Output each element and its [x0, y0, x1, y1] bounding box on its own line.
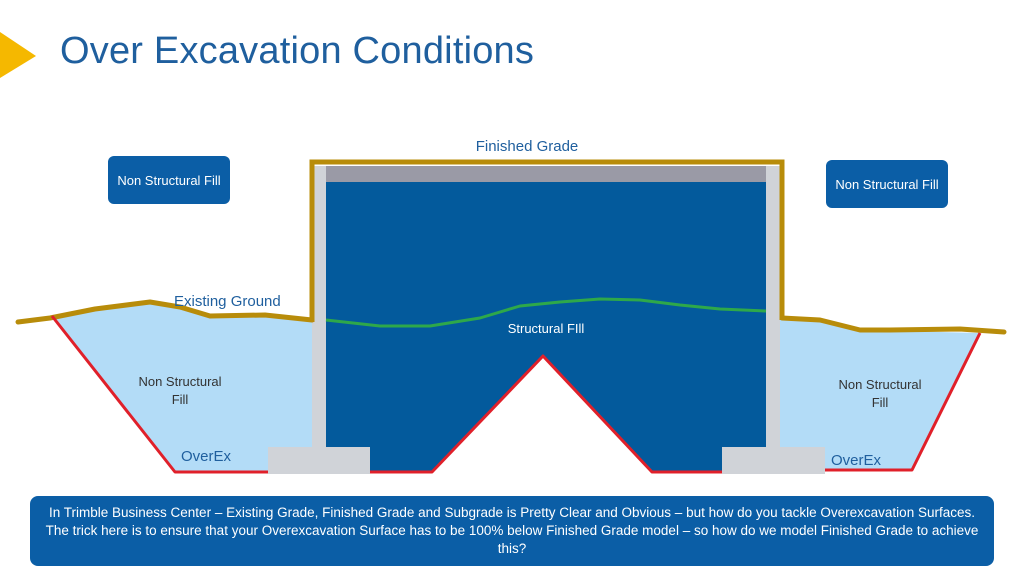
left-fill-label-line2: Fill	[172, 392, 189, 407]
existing-ground-label: Existing Ground	[174, 293, 281, 310]
right-wall	[766, 166, 780, 448]
left-fill-label-line1: Non Structural	[138, 374, 221, 389]
structural-fill-label: Structural FIll	[508, 321, 585, 336]
right-overex-label: OverEx	[831, 452, 882, 469]
explanation-note: In Trimble Business Center – Existing Gr…	[30, 496, 994, 566]
right-callout-text: Non Structural Fill	[835, 176, 939, 192]
existing-ground-line-inside	[325, 297, 767, 328]
right-footing	[722, 447, 825, 474]
finished-grade-cap	[326, 166, 766, 182]
slide-title: Over Excavation Conditions	[60, 30, 535, 72]
overex-line-left	[50, 315, 268, 474]
right-fill-label-line1: Non Structural	[838, 377, 921, 392]
right-fill-label-line2: Fill	[872, 395, 889, 410]
overex-line-bottom	[370, 354, 722, 474]
explanation-text: In Trimble Business Center – Existing Gr…	[45, 505, 979, 556]
accent-arrow-icon	[0, 32, 36, 78]
finished-grade-label: Finished Grade	[476, 138, 579, 155]
left-overex-label: OverEx	[181, 448, 232, 465]
overex-line-right	[825, 332, 982, 472]
existing-ground-line-left	[15, 299, 315, 325]
finished-grade-line	[309, 159, 785, 322]
left-footing	[268, 447, 370, 474]
left-non-structural-fill-callout: Non Structural Fill	[108, 156, 230, 204]
left-non-structural-fill-area	[52, 302, 312, 472]
over-excavation-diagram: Finished Grade Existing Ground Structura…	[15, 138, 1007, 474]
left-wall	[312, 166, 326, 448]
existing-ground-line-right	[779, 315, 1007, 335]
right-non-structural-fill-callout: Non Structural Fill	[826, 160, 948, 208]
left-callout-text: Non Structural Fill	[117, 172, 221, 188]
structural-fill-area	[326, 182, 766, 472]
